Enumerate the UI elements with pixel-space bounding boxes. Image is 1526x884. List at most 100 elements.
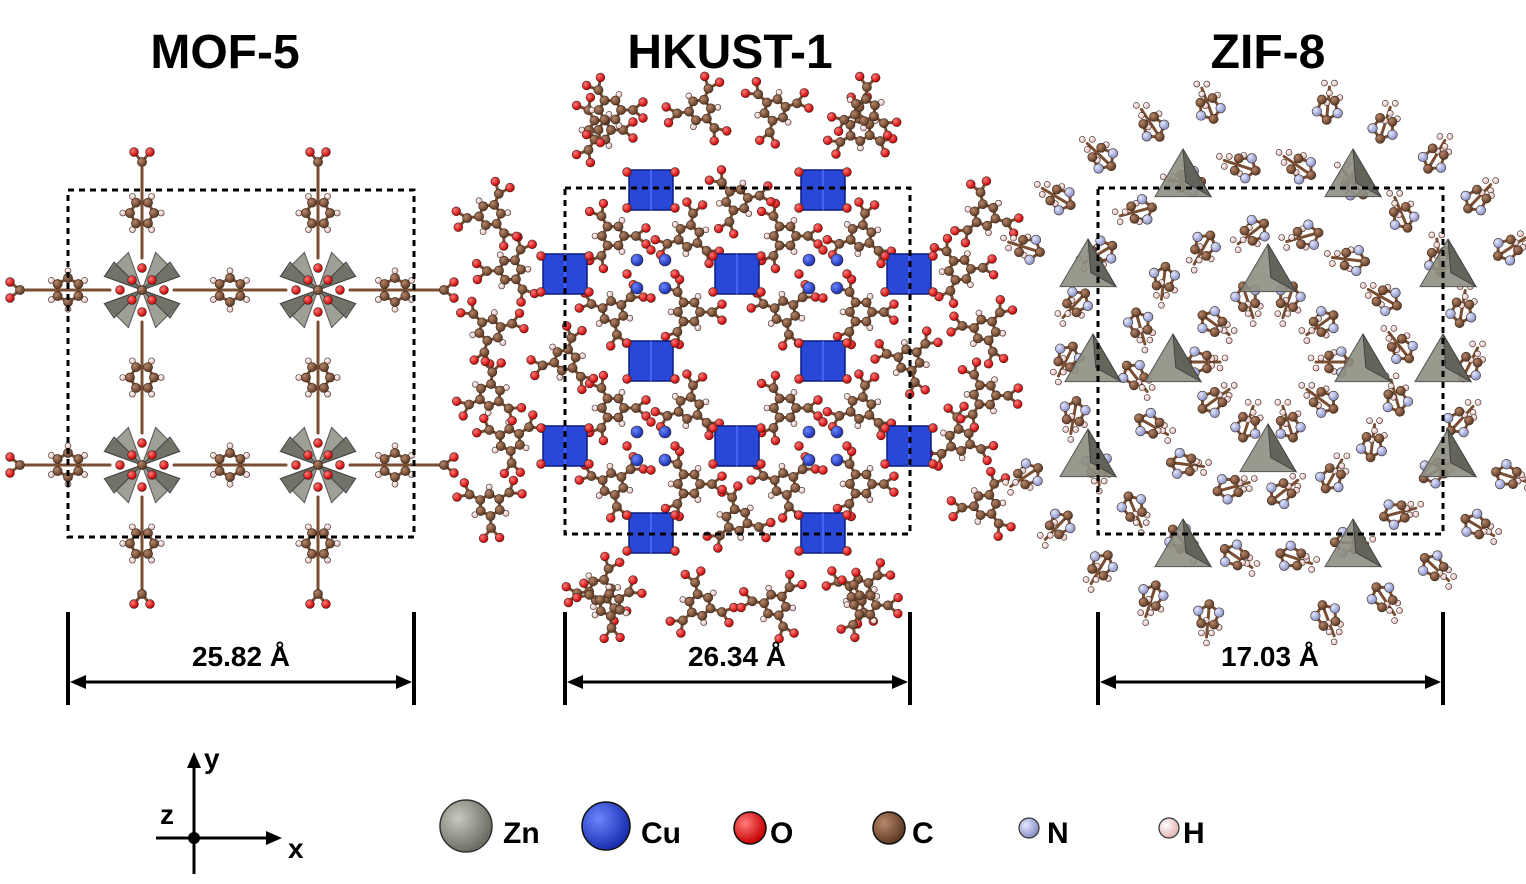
carbon-atom: [1397, 333, 1407, 344]
oxygen-atom: [305, 147, 315, 157]
oxygen-atom: [995, 294, 1005, 305]
hydrogen-atom: [64, 442, 72, 450]
carbon-atom: [52, 466, 63, 476]
carbon-atom: [1360, 256, 1371, 267]
carbon-atom: [848, 619, 859, 630]
hydrogen-atom: [1334, 161, 1341, 169]
nitrogen-atom: [1336, 346, 1347, 357]
carbon-atom: [1209, 327, 1220, 338]
carbon-atom: [984, 490, 995, 500]
carbon-atom: [612, 329, 622, 340]
hydrogen-atom: [1050, 368, 1057, 376]
nitrogen-atom: [1494, 479, 1506, 490]
carbon-atom: [769, 231, 779, 241]
carbon-atom: [860, 380, 870, 391]
bond: [1200, 387, 1231, 411]
hydrogen-atom: [1254, 399, 1262, 406]
bond: [1496, 236, 1526, 258]
carbon-atom: [1308, 397, 1319, 408]
cu-atom: [658, 281, 672, 295]
carbon-atom: [1316, 327, 1327, 338]
carbon-atom: [854, 413, 864, 424]
bond: [1169, 460, 1206, 468]
oxygen-atom: [854, 197, 864, 207]
hydrogen-atom: [504, 209, 512, 216]
legend-swatch-o: [733, 811, 767, 845]
hydrogen-atom: [1067, 436, 1075, 443]
carbon-atom: [552, 347, 563, 357]
carbon-atom: [785, 240, 796, 251]
oxygen-atom: [880, 459, 890, 469]
carbon-atom: [875, 136, 886, 146]
carbon-atom: [325, 372, 335, 383]
hydrogen-atom: [1464, 399, 1472, 406]
carbon-atom: [1286, 164, 1297, 175]
carbon-atom: [675, 396, 686, 406]
oxygen-atom: [670, 167, 680, 177]
oxygen-atom: [536, 287, 546, 297]
oxygen-atom: [303, 470, 313, 480]
carbon-atom: [1071, 396, 1082, 406]
carbon-atom: [740, 507, 751, 518]
hydrogen-atom: [585, 572, 593, 580]
carbon-atom: [869, 111, 879, 122]
hydrogen-atom: [1082, 576, 1090, 583]
oxygen-atom: [832, 331, 843, 342]
hydrogen-atom: [119, 374, 127, 381]
carbon-atom: [673, 479, 683, 489]
oxygen-atom: [943, 403, 953, 413]
carbon-atom: [597, 475, 608, 486]
hydrogen-atom: [1136, 336, 1144, 344]
hydrogen-atom: [1386, 190, 1394, 197]
nitrogen-atom: [1311, 106, 1322, 117]
hydrogen-atom: [1033, 181, 1041, 188]
nitrogen-atom: [1080, 405, 1091, 416]
nitrogen-atom: [1328, 323, 1339, 334]
cu-atom: [802, 253, 816, 267]
zn-tetrahedron-face: [1087, 428, 1118, 478]
oxygen-atom: [127, 470, 137, 480]
oxygen-atom: [756, 206, 767, 217]
legend-swatch-zn: [439, 799, 493, 853]
oxygen-atom: [833, 126, 844, 137]
carbon-atom: [586, 471, 597, 481]
carbon-atom: [768, 251, 779, 261]
oxygen-atom: [697, 372, 708, 382]
hydrogen-atom: [1385, 335, 1393, 342]
carbon-atom: [759, 108, 770, 119]
carbon-atom: [307, 382, 317, 393]
carbon-atom: [754, 190, 765, 201]
zn-tetrahedron-face: [1352, 518, 1383, 568]
hydrogen-atom: [1308, 382, 1316, 389]
oxygen-atom: [696, 566, 706, 576]
oxygen-atom: [714, 77, 725, 87]
coordinate-axes: y x z: [156, 743, 304, 874]
carbon-atom: [686, 607, 697, 618]
carbon-atom: [785, 393, 796, 404]
carbon-atom: [966, 264, 976, 274]
carbon-atom: [596, 383, 607, 393]
carbon-atom: [689, 469, 700, 480]
nitrogen-atom: [1315, 471, 1326, 482]
oxygen-atom: [159, 285, 169, 295]
oxygen-atom: [756, 287, 766, 297]
legend-swatch-c: [872, 811, 906, 845]
carbon-atom: [464, 399, 474, 410]
oxygen-atom: [893, 608, 903, 619]
carbon-atom: [474, 328, 485, 338]
carbon-atom: [864, 130, 875, 141]
carbon-atom: [214, 291, 225, 301]
carbon-atom: [684, 106, 695, 117]
axis-label-x: x: [288, 833, 304, 864]
hydrogen-atom: [1205, 459, 1212, 466]
oxygen-atom: [646, 417, 656, 427]
carbon-atom: [1107, 240, 1118, 251]
carbon-atom: [1275, 298, 1286, 309]
hydrogen-atom: [1517, 230, 1524, 237]
carbon-atom: [570, 352, 581, 363]
hydrogen-atom: [1132, 519, 1140, 526]
oxygen-atom: [622, 510, 632, 520]
carbon-atom: [593, 85, 604, 95]
oxygen-atom: [641, 411, 651, 421]
carbon-atom: [692, 410, 703, 420]
